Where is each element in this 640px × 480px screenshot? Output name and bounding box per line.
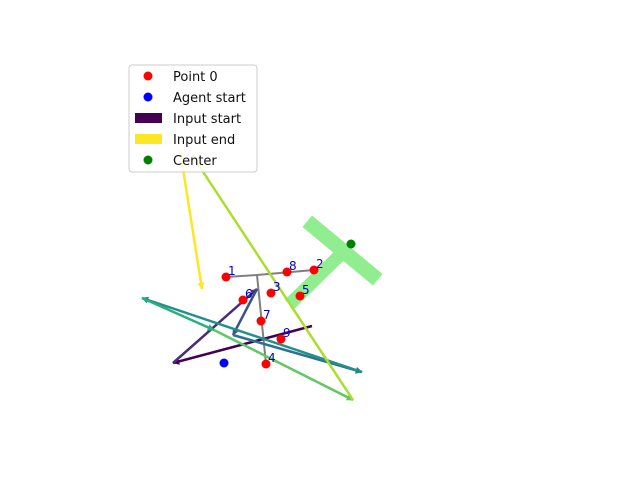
- input-arrows: [141, 149, 363, 402]
- point-marker: [266, 288, 276, 298]
- point-label: 4: [268, 351, 276, 365]
- input-arrow: [141, 296, 215, 332]
- points-layer: 1 2 3 4 5 67 8 9: [219, 239, 356, 369]
- legend-swatch: [135, 134, 162, 144]
- point-label: 1: [228, 264, 236, 278]
- legend-label: Input end: [173, 133, 235, 148]
- point-marker: [238, 295, 248, 305]
- legend-label: Agent start: [173, 91, 246, 106]
- legend-swatch: [135, 113, 162, 123]
- point-marker: [261, 359, 271, 369]
- legend-label: Input start: [173, 112, 241, 127]
- input-arrow: [190, 154, 355, 401]
- input-arrow: [213, 328, 354, 402]
- point-marker: [282, 267, 292, 277]
- legend-box: [128, 64, 258, 173]
- point-marker: [276, 334, 286, 344]
- legend-swatch: [143, 92, 153, 102]
- input-arrow: [231, 288, 259, 336]
- legend-swatch: [143, 155, 153, 165]
- point-marker: [221, 272, 231, 282]
- point-label: 3: [273, 280, 281, 294]
- legend-swatch: [143, 71, 153, 81]
- point-label: 6: [245, 287, 253, 301]
- legend-label: Center: [173, 154, 217, 169]
- point-marker: [309, 265, 319, 275]
- point-label: 8: [289, 259, 297, 273]
- point-marker: [295, 291, 305, 301]
- point-label: 7: [263, 308, 271, 322]
- legend-label: Point 0: [173, 70, 218, 85]
- point-marker: [256, 316, 266, 326]
- point-label: 2: [316, 257, 324, 271]
- point-label: 9: [283, 326, 291, 340]
- input-arrow: [178, 149, 205, 290]
- agent-start-marker: [219, 358, 229, 368]
- point-label: 5: [302, 283, 310, 297]
- hub-link: [225, 274, 258, 278]
- center-marker: [346, 239, 356, 249]
